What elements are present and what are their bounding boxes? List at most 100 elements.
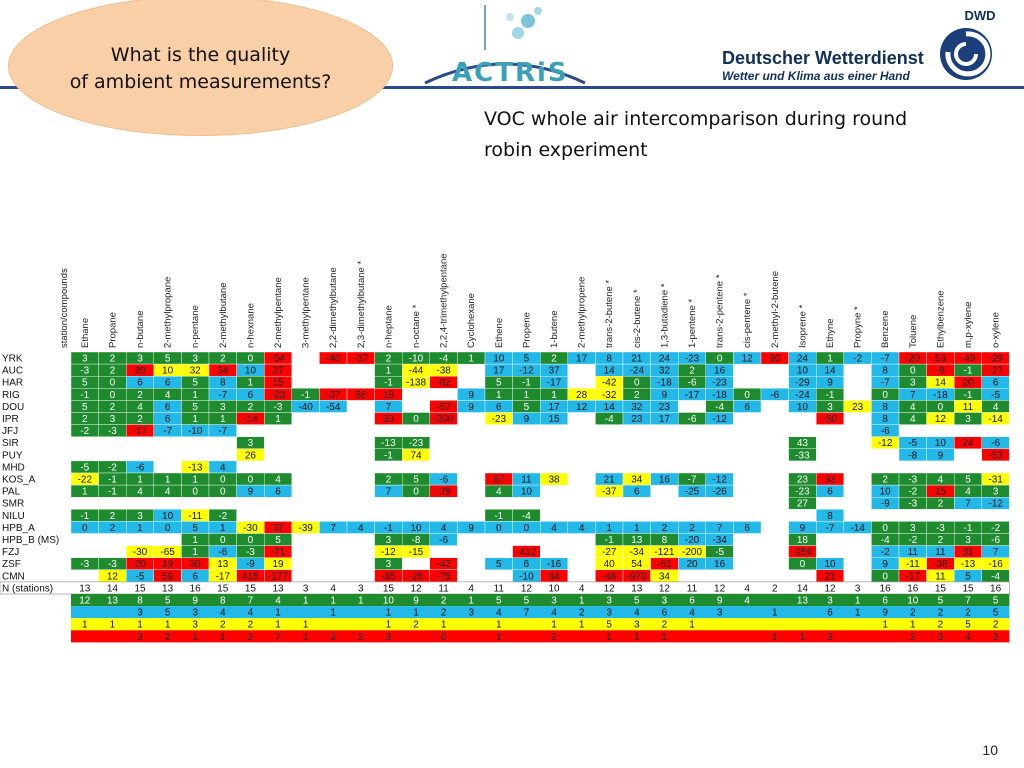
cell-value: -12: [988, 499, 1003, 510]
cell-value: 53: [935, 354, 947, 365]
compound-header: n-butane: [135, 310, 146, 348]
cell-value: -25: [685, 487, 700, 498]
summary-value: 2: [551, 632, 557, 643]
cell-value: 1: [192, 535, 198, 546]
summary-value: 5: [634, 596, 640, 607]
cell-value: 2: [110, 523, 116, 534]
cell-value: 2: [938, 499, 944, 510]
summary-value: 1: [303, 620, 309, 631]
table-cell: [705, 557, 734, 571]
cell-value: -13: [961, 559, 976, 570]
table-cell: [788, 448, 817, 462]
cell-value: 9: [468, 402, 474, 413]
cell-value: 38: [548, 475, 560, 486]
summary-value: 13: [797, 596, 809, 607]
summary-value: 1: [413, 608, 419, 619]
cell-value: -1: [964, 523, 973, 534]
compound-header: 2-methylpentane: [273, 277, 284, 348]
cell-value: -24: [630, 366, 645, 377]
cell-value: 5: [965, 475, 971, 486]
cell-value: -27: [602, 547, 617, 558]
cell-value: 1: [275, 414, 281, 425]
n-value: 12: [410, 583, 422, 594]
cell-value: -200: [682, 547, 702, 558]
summary-value: 10: [907, 596, 919, 607]
summary-value: 3: [827, 596, 833, 607]
cell-value: -7: [826, 523, 835, 534]
cell-value: -37: [354, 354, 369, 365]
summary-value: 5: [993, 608, 999, 619]
compound-header: trans-2-butene *: [604, 280, 615, 348]
table-cell: [540, 412, 569, 425]
cell-value: -4: [881, 535, 890, 546]
cell-value: 34: [631, 475, 643, 486]
corner-label: station/compounds: [59, 268, 70, 348]
cell-value: -2: [853, 354, 862, 365]
station-label: HPB_B (MS): [2, 535, 59, 546]
cell-value: 4: [358, 523, 364, 534]
cell-value: 10: [880, 487, 892, 498]
compound-header: Propane: [107, 312, 118, 348]
summary-value: 3: [137, 632, 143, 643]
compound-header: 2-methylbutane: [218, 283, 229, 348]
n-value: 16: [907, 583, 919, 594]
cell-value: -11: [188, 511, 202, 522]
cell-value: 15: [272, 378, 284, 389]
cell-value: -29: [988, 354, 1003, 365]
cell-value: 18: [797, 535, 809, 546]
cell-value: 11: [963, 402, 974, 413]
summary-value: 2: [413, 620, 419, 631]
compound-header: 2-methyl-2-butene: [770, 271, 781, 348]
cell-value: -3: [908, 499, 917, 510]
cell-value: 0: [717, 354, 723, 365]
summary-value: 1: [110, 620, 116, 631]
cell-value: 23: [797, 475, 809, 486]
cell-value: 9: [248, 487, 254, 498]
cell-value: -18: [933, 390, 948, 401]
table-cell: [733, 400, 762, 413]
compound-header: 2-methylpropane: [163, 277, 174, 348]
cell-value: 4: [993, 402, 999, 413]
n-row-label: N (stations): [2, 583, 53, 594]
cell-value: -31: [988, 475, 1003, 486]
cell-value: -10: [519, 571, 534, 582]
cell-value: 0: [110, 390, 116, 401]
n-value: 14: [797, 583, 809, 594]
cell-value: -12: [519, 366, 534, 377]
cell-value: 3: [386, 535, 392, 546]
cell-value: 3: [137, 511, 143, 522]
table-cell: [236, 448, 265, 462]
cell-value: -7: [163, 426, 172, 437]
cell-value: 17: [576, 354, 588, 365]
cell-value: -14: [850, 523, 865, 534]
cell-value: -50: [823, 414, 838, 425]
summary-value: 1: [855, 608, 861, 619]
station-label: PAL: [2, 487, 21, 498]
station-label: HAR: [2, 378, 23, 389]
cell-value: 1: [220, 523, 226, 534]
cell-value: 1: [468, 354, 474, 365]
cell-value: 6: [634, 487, 640, 498]
cell-value: -33: [795, 450, 810, 461]
cell-value: -1: [384, 450, 393, 461]
table-cell: [981, 448, 1010, 462]
cell-value: 10: [935, 438, 947, 449]
cell-value: 0: [110, 378, 116, 389]
dwd-logo: DWD: [940, 8, 996, 80]
cell-value: -38: [933, 559, 948, 570]
cell-value: 6: [496, 402, 502, 413]
cell-value: 6: [524, 559, 530, 570]
cell-value: -4: [715, 402, 724, 413]
cell-value: 2: [386, 354, 392, 365]
compound-header: trans-2-pentene *: [715, 274, 726, 348]
cell-value: -65: [160, 547, 175, 558]
cell-value: 3: [965, 535, 971, 546]
slide-subtitle: VOC whole air intercomparison during rou…: [484, 104, 984, 166]
cell-value: -4: [439, 354, 448, 365]
cell-value: 1: [192, 475, 198, 486]
cell-value: 23: [631, 414, 643, 425]
cell-value: 24: [797, 354, 809, 365]
table-cell: [622, 484, 651, 498]
cell-value: -18: [657, 378, 672, 389]
station-label: YRK: [2, 354, 23, 365]
